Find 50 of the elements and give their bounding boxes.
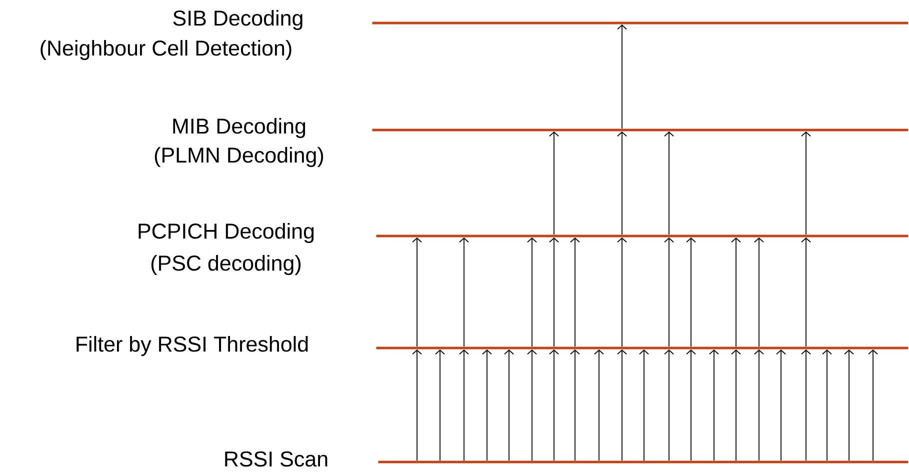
arrow xyxy=(459,238,469,347)
level-line xyxy=(376,346,908,350)
level-line xyxy=(372,22,908,24)
arrow xyxy=(570,350,580,461)
arrow xyxy=(549,238,559,347)
arrow xyxy=(686,238,696,347)
level-label: RSSI Scan xyxy=(225,451,328,467)
arrow xyxy=(412,350,422,461)
arrow xyxy=(801,132,811,235)
level-line xyxy=(378,460,908,464)
level-line xyxy=(376,234,908,238)
arrow xyxy=(776,350,786,461)
arrow xyxy=(822,350,832,461)
level-label: MIB Decoding xyxy=(173,118,306,138)
level-label: (PLMN Decoding) xyxy=(154,147,324,168)
arrow xyxy=(435,350,445,461)
arrow xyxy=(570,238,580,347)
arrow xyxy=(482,350,492,461)
arrow xyxy=(617,238,627,347)
arrow xyxy=(549,132,559,235)
level-label: PCPICH Decoding xyxy=(138,223,314,244)
arrow xyxy=(617,24,627,129)
arrow xyxy=(594,350,604,461)
arrow xyxy=(527,350,537,461)
level-label: (PSC decoding) xyxy=(151,255,301,276)
arrow xyxy=(731,350,741,461)
arrow xyxy=(868,350,878,461)
arrow xyxy=(754,238,764,347)
arrow xyxy=(754,350,764,461)
arrow xyxy=(801,238,811,347)
arrow xyxy=(731,238,741,347)
level-label: Filter by RSSI Threshold xyxy=(76,336,308,356)
arrow xyxy=(664,132,674,235)
arrow xyxy=(527,238,537,347)
level-label: SIB Decoding xyxy=(173,10,302,30)
arrow xyxy=(664,238,674,347)
arrow xyxy=(412,238,422,347)
arrow xyxy=(709,350,719,461)
level-label: (Neighbour Cell Detection) xyxy=(40,40,292,60)
arrow xyxy=(686,350,696,461)
arrow xyxy=(664,350,674,461)
arrow xyxy=(639,350,649,461)
arrow xyxy=(844,350,854,461)
arrow xyxy=(801,350,811,461)
arrow xyxy=(549,350,559,461)
arrow xyxy=(617,132,627,235)
arrow xyxy=(459,350,469,461)
level-line xyxy=(372,128,908,132)
arrow xyxy=(617,350,627,461)
arrow xyxy=(504,350,514,461)
